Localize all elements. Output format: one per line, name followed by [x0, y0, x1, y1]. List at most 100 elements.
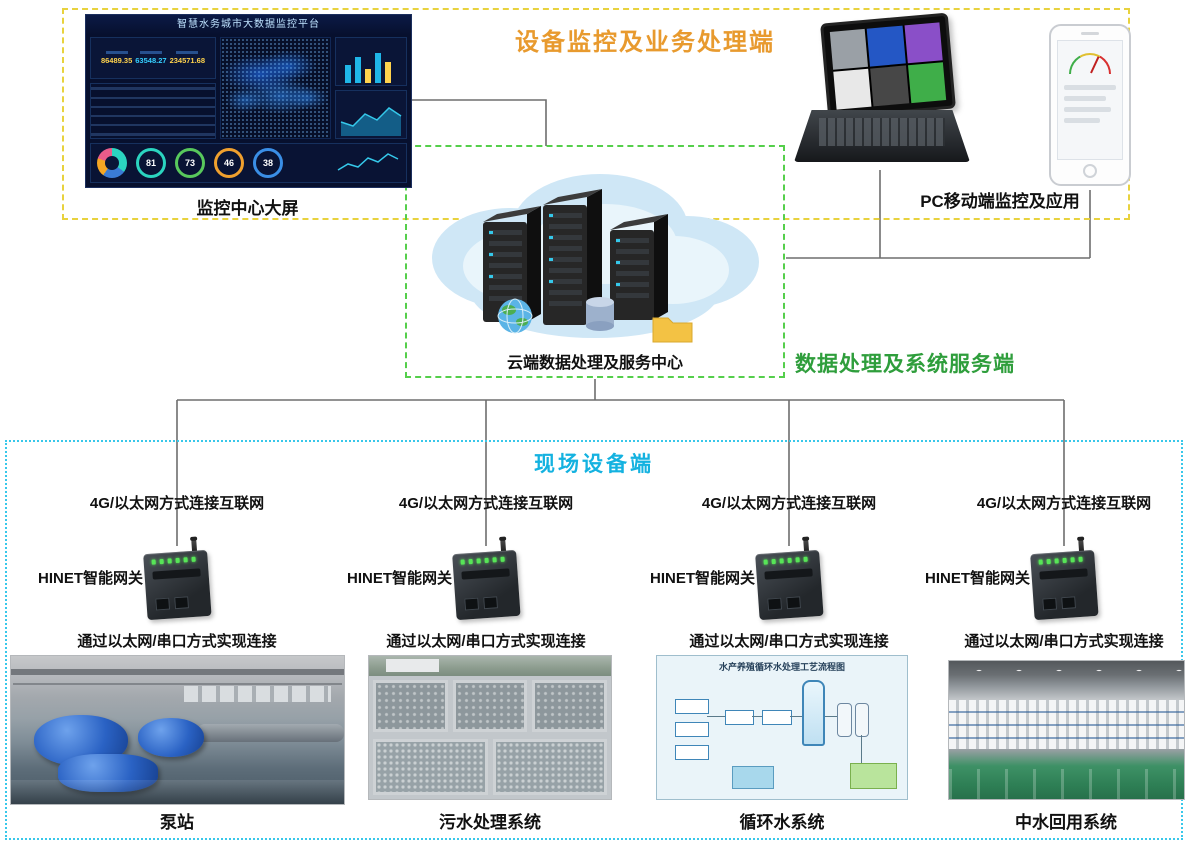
- ceiling-pipes: [11, 669, 344, 676]
- gauge-value: 81: [145, 158, 156, 168]
- net-connect-label: 4G/以太网方式连接互联网: [976, 495, 1152, 512]
- floor: [11, 780, 344, 804]
- gateway-ports: [155, 596, 189, 611]
- sewage-plant-photo: [368, 655, 612, 800]
- phone-home-button: [1083, 164, 1097, 178]
- treatment-tanks: [372, 738, 608, 795]
- monitor-zone-title: 设备监控及业务处理端: [515, 29, 775, 56]
- process-box: [674, 721, 709, 737]
- laptop-screen: [820, 12, 956, 120]
- laptop-screen-content: [829, 22, 947, 110]
- hinet-gateway-device: [451, 539, 521, 621]
- dashboard-title: 智慧水务城市大数据监控平台: [86, 15, 411, 35]
- stat-label-bar: [105, 51, 128, 54]
- site-label: 循环水系统: [739, 813, 825, 832]
- gateway-label: HINET智能网关: [649, 570, 755, 587]
- gateway-display: [764, 568, 813, 580]
- gateway-body: [1030, 549, 1099, 621]
- green-pond: [850, 762, 897, 789]
- hinet-gateway-device: [142, 539, 212, 621]
- flow-line: [860, 734, 862, 764]
- gateway-leds: [460, 556, 505, 565]
- pump-unit: [57, 753, 158, 793]
- phone-list-rows: [1064, 85, 1116, 123]
- pump-unit: [137, 718, 205, 757]
- phone-speaker: [1081, 32, 1099, 35]
- folder-icon: [652, 317, 693, 343]
- server-tower: [610, 214, 668, 320]
- stat-label-bar: [139, 51, 162, 54]
- flow-line: [824, 716, 837, 718]
- gateway-ports: [767, 596, 801, 611]
- site-label: 污水处理系统: [439, 813, 541, 832]
- plant-building: [385, 658, 440, 672]
- serial-connect-label: 通过以太网/串口方式实现连接: [77, 633, 277, 650]
- serial-connect-label: 通过以太网/串口方式实现连接: [386, 633, 586, 650]
- cloud-server-cluster: [432, 174, 759, 343]
- filter-cylinder: [837, 703, 852, 737]
- flow-line: [789, 716, 802, 718]
- stat-value: 234571.68: [169, 56, 206, 65]
- water-reuse-photo: [948, 660, 1185, 800]
- net-connect-label: 4G/以太网方式连接互联网: [398, 495, 574, 512]
- gateway-label: HINET智能网关: [37, 570, 143, 587]
- floor-reflection: [949, 768, 1184, 799]
- gauge-circle: 81: [136, 148, 166, 178]
- wall-windows: [184, 685, 331, 702]
- membrane-racks: [949, 699, 1184, 750]
- gauge-circle: 38: [253, 148, 283, 178]
- dashboard-area-chart: [335, 90, 407, 139]
- stat-block: 63548.27: [135, 51, 167, 65]
- gateway-leds: [1038, 556, 1083, 565]
- flow-line: [752, 716, 762, 718]
- serial-connect-label: 通过以太网/串口方式实现连接: [689, 633, 889, 650]
- database-icon: [586, 297, 614, 331]
- serial-connect-label: 通过以太网/串口方式实现连接: [964, 633, 1164, 650]
- monitoring-dashboard: 智慧水务城市大数据监控平台 86489.35 63548.27 234571.6…: [85, 14, 412, 188]
- gateway-leds: [763, 556, 808, 565]
- area-chart-icon: [340, 107, 402, 136]
- gateway-ports: [464, 596, 498, 611]
- site-label: 中水回用系统: [1015, 813, 1117, 832]
- blue-pond: [732, 765, 774, 789]
- dashboard-stats-panel: 86489.35 63548.27 234571.68: [90, 37, 216, 79]
- stat-label-bar: [176, 51, 199, 54]
- main-pipe: [197, 724, 344, 742]
- filter-cylinder: [854, 703, 869, 737]
- pump-station-photo: [10, 655, 345, 805]
- process-box: [762, 710, 792, 726]
- circulating-water-flowchart: 水产养殖循环水处理工艺流程图: [656, 655, 908, 800]
- stat-value: 86489.35: [100, 56, 133, 65]
- cloud-caption: 云端数据处理及服务中心: [506, 355, 683, 372]
- process-box: [724, 710, 754, 726]
- pc-mobile-caption: PC移动端监控及应用: [920, 192, 1080, 211]
- laptop: [792, 12, 972, 174]
- smartphone: [1049, 24, 1131, 186]
- dashboard-right-panels: [335, 37, 407, 139]
- field-zone-frame: [5, 440, 1183, 840]
- gauge-circle: 73: [175, 148, 205, 178]
- dashboard-bar-chart: [335, 37, 407, 86]
- gauge-value: 46: [223, 158, 234, 168]
- gauge-value: 38: [262, 158, 273, 168]
- process-box: [674, 744, 709, 760]
- laptop-keyboard: [794, 110, 970, 162]
- sparkline-icon: [337, 152, 399, 171]
- globe-icon: [497, 298, 533, 334]
- gateway-leds: [151, 556, 196, 565]
- site-label: 泵站: [160, 813, 194, 832]
- ceiling-lights: [949, 665, 1184, 677]
- treatment-tanks: [372, 680, 608, 732]
- gateway-label: HINET智能网关: [346, 570, 452, 587]
- world-map: [220, 37, 331, 139]
- gateway-display: [1039, 568, 1088, 580]
- flowchart-title: 水产养殖循环水处理工艺流程图: [718, 662, 845, 672]
- gateway-label: HINET智能网关: [924, 570, 1030, 587]
- cloud-zone-side-title: 数据处理及系统服务端: [795, 353, 1015, 376]
- process-box: [674, 698, 709, 714]
- phone-screen: [1057, 40, 1123, 160]
- dashboard-caption: 监控中心大屏: [196, 199, 299, 218]
- gauge-value: 73: [184, 158, 195, 168]
- treatment-tower: [802, 680, 825, 747]
